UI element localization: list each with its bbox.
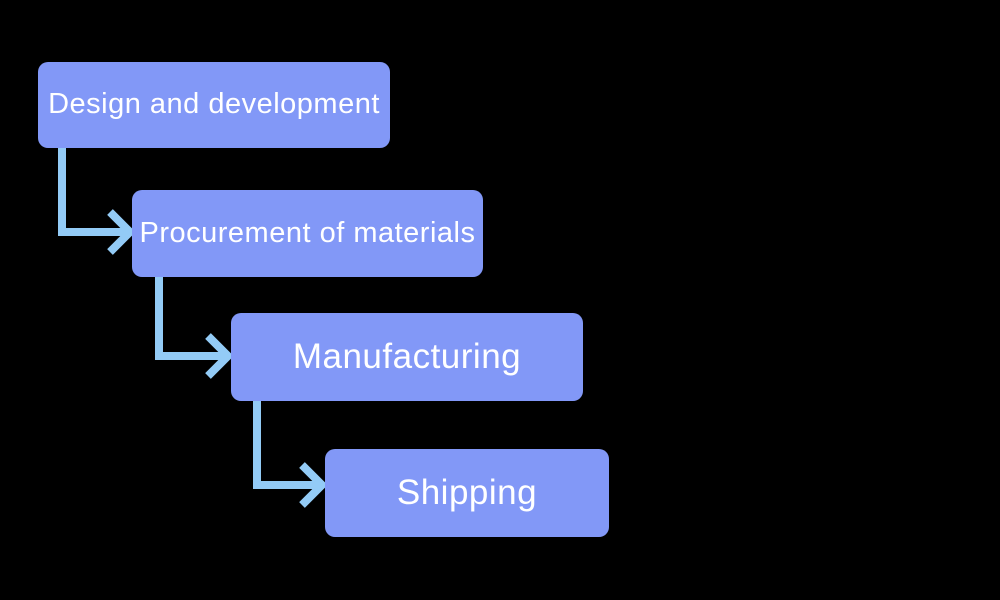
step-box-manufacturing: Manufacturing — [231, 313, 583, 401]
elbow-arrow-icon — [155, 277, 234, 379]
step-box-design-and-development: Design and development — [38, 62, 390, 148]
elbow-arrow-icon — [253, 401, 328, 508]
step-box-procurement-of-materials: Procurement of materials — [132, 190, 483, 277]
elbow-arrow-icon — [58, 148, 136, 255]
step-box-shipping: Shipping — [325, 449, 609, 537]
